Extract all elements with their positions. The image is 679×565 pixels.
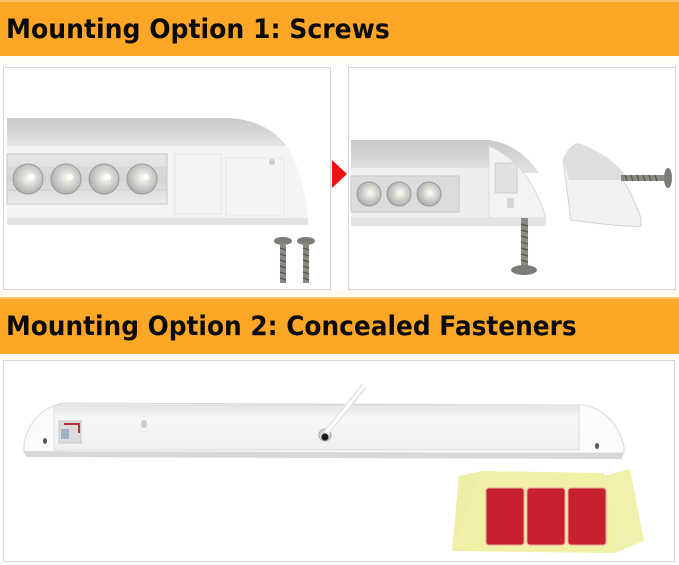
led-icon bbox=[356, 181, 442, 207]
concealed-mount-illustration bbox=[23, 384, 644, 553]
light-bar-screws-illustration bbox=[6, 118, 315, 283]
section-title: Mounting Option 2: Concealed Fasteners bbox=[6, 311, 577, 342]
screw-icon bbox=[297, 237, 315, 283]
screw-icon bbox=[274, 237, 292, 283]
image-panel-end-cap-removed bbox=[348, 67, 676, 290]
screw-icon bbox=[511, 218, 537, 275]
adhesive-pads-icon bbox=[452, 469, 644, 553]
section-title: Mounting Option 1: Screws bbox=[6, 13, 390, 45]
section-banner-screws: Mounting Option 1: Screws bbox=[0, 0, 679, 56]
screw-icon bbox=[621, 168, 672, 188]
section-banner-concealed-fasteners: Mounting Option 2: Concealed Fasteners bbox=[0, 297, 679, 354]
image-panel-concealed-fasteners bbox=[3, 360, 675, 562]
divider bbox=[0, 290, 679, 297]
led-icon bbox=[12, 163, 158, 195]
right-arrow-icon bbox=[332, 160, 347, 188]
image-panel-light-with-screws bbox=[3, 67, 331, 290]
divider bbox=[0, 56, 679, 64]
end-cap-removal-illustration bbox=[350, 140, 672, 275]
